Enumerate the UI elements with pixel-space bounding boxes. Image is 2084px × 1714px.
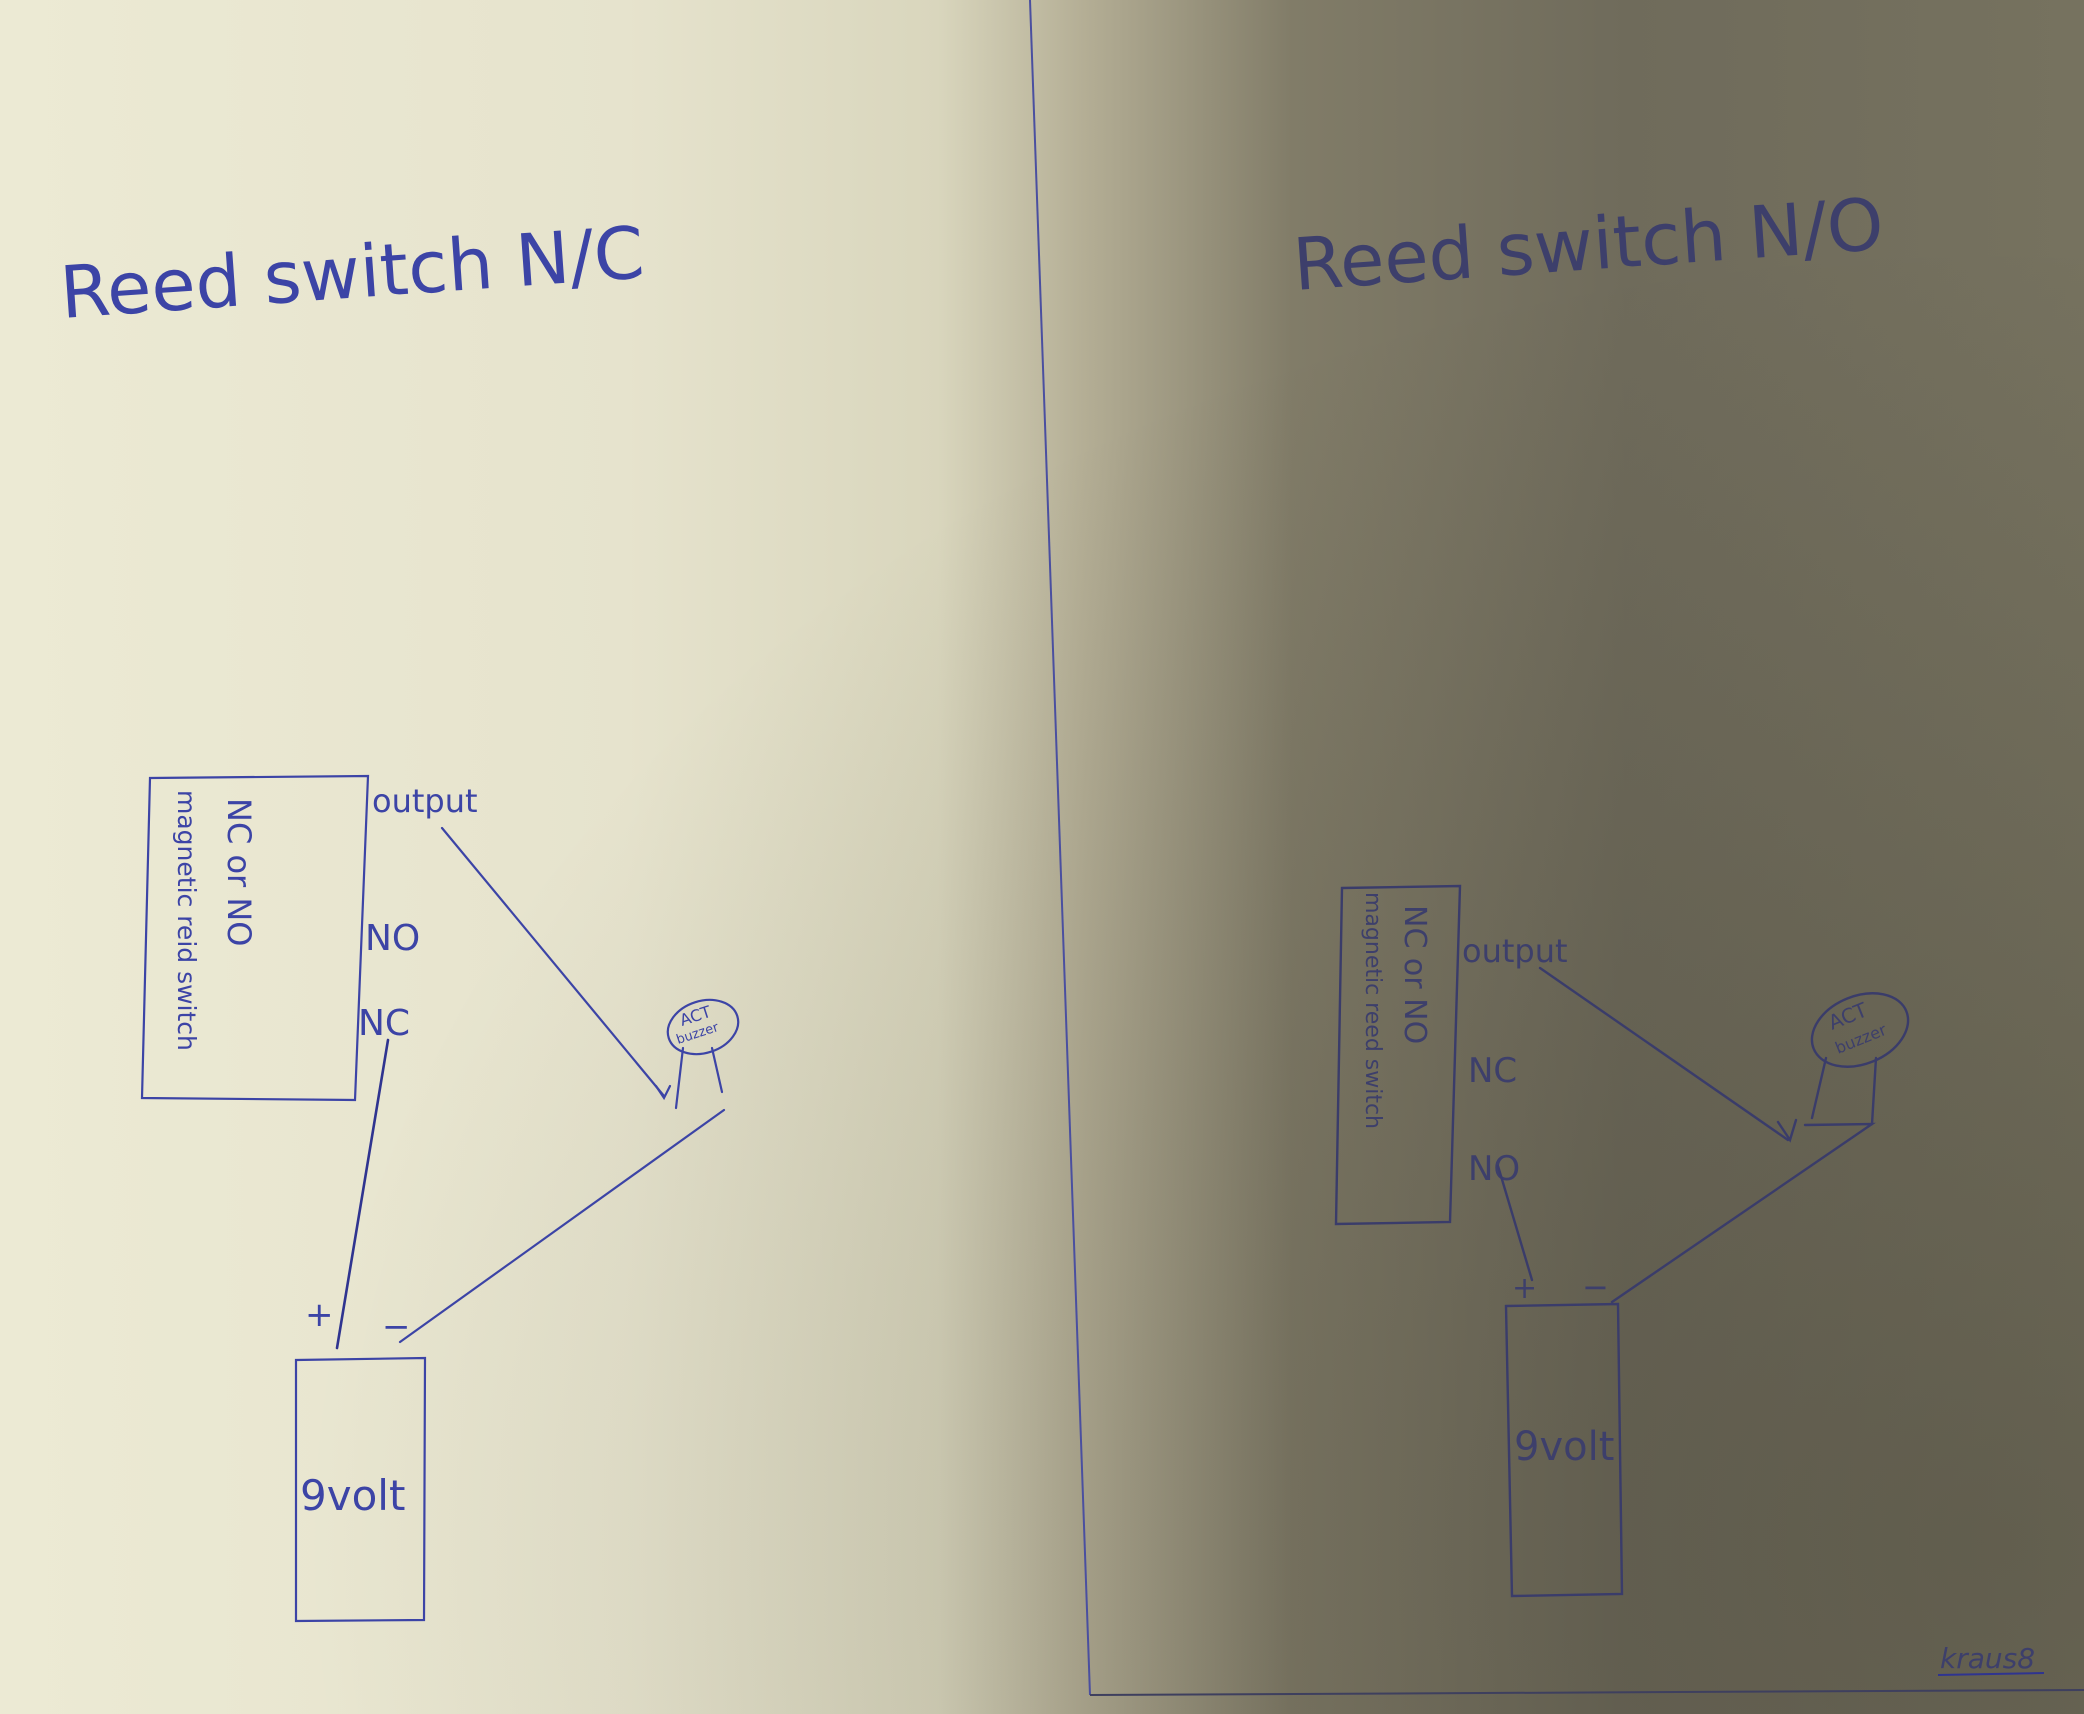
no-output-label: output [1462,932,1568,970]
nc-switch-label-line2: magnetic reid switch [172,790,201,1051]
no-pin-nc-label: NC [1468,1051,1517,1091]
no-battery-minus: − [1582,1268,1609,1306]
no-buzzer-leads [1810,1056,1878,1126]
no-battery-9v [1504,1302,1624,1598]
no-switch-label-line2: magnetic reed switch [1360,892,1385,1129]
signature-underline [1937,1672,2045,1676]
no-reed-switch-body [1334,884,1462,1226]
nc-switch-label-line1: NC or NO [220,798,258,946]
nc-battery-label: 9volt [300,1471,405,1520]
nc-wire-buzzer-to-minus [398,1108,726,1344]
no-pin-no-label: NO [1468,1149,1520,1189]
no-battery-label: 9volt [1514,1424,1614,1470]
nc-pin-no-label: NO [365,918,420,959]
nc-pin-nc-label: NC [358,1003,410,1044]
diagram-no: Reed switch N/O NC or NO magnetic reed s… [1290,182,1910,1598]
no-wire-no-to-plus [1496,1164,1534,1282]
page-divider [1029,0,1091,1696]
no-switch-label-line1: NC or NO [1397,905,1432,1044]
nc-buzzer-leads [674,1046,724,1110]
nc-wire-arrow [654,1084,672,1101]
no-wire-arrow [1776,1118,1798,1143]
nc-buzzer [666,998,740,1056]
nc-battery-plus: + [305,1295,334,1335]
nc-output-label: output [372,782,478,820]
no-buzzer [1810,992,1910,1068]
nc-wire-output-to-buzzer [440,826,666,1098]
page-bottom-line [1089,1689,2084,1696]
nc-wire-nc-to-plus [335,1038,390,1350]
no-battery-plus: + [1512,1271,1537,1306]
diagram-nc-title: Reed switch N/C [57,210,647,335]
no-wire-buzzer-to-minus [1610,1122,1876,1304]
no-wire-output-to-buzzer [1538,966,1790,1142]
nc-battery-9v [294,1356,427,1623]
nc-battery-minus: − [382,1307,411,1347]
nc-reed-switch-body [140,774,370,1102]
diagram-nc: Reed switch N/C NC or NO magnetic reid s… [57,210,740,1623]
diagram-no-title: Reed switch N/O [1290,182,1886,307]
author-signature: kraus8 [1940,1642,2035,1675]
